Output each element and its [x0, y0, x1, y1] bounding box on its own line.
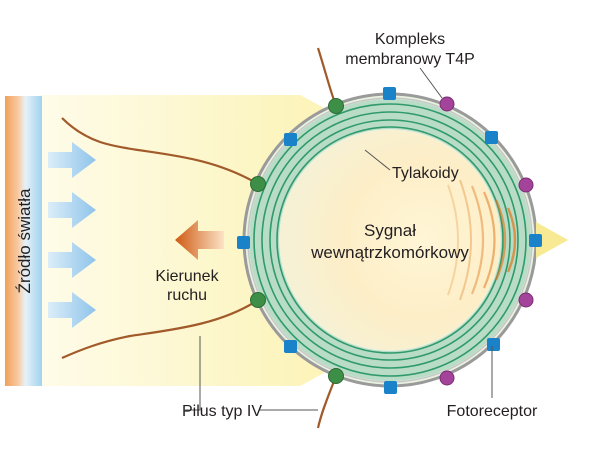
signal-label-line2: wewnątrzkomórkowy — [310, 243, 469, 262]
signal-waves — [447, 179, 517, 301]
thylakoid-membrane — [269, 119, 511, 361]
cytoplasm — [280, 130, 500, 350]
light-beam-tip — [536, 222, 568, 258]
photoreceptor-label: Fotoreceptor — [447, 403, 538, 420]
t4p-complex-label-line2: membranowy T4P — [345, 51, 475, 68]
light-source-bar — [5, 96, 42, 386]
right-arrow-icon — [48, 292, 96, 328]
right-arrow-icon — [48, 242, 96, 278]
thylakoid-membrane — [253, 103, 527, 377]
right-arrow-icon — [48, 142, 96, 178]
right-arrow-icon — [48, 192, 96, 228]
thylakoids-label: Tylakoidy — [392, 165, 459, 182]
direction-label-line2: ruchu — [167, 287, 207, 304]
light-arrows — [48, 142, 96, 328]
t4p-complex-label-line1: Kompleks — [375, 31, 445, 48]
leader-lines — [185, 67, 493, 411]
direction-label-line1: Kierunek — [155, 268, 219, 285]
membrane-proteins — [237, 87, 542, 394]
thylakoid-membrane — [261, 111, 519, 369]
photoreceptors — [439, 96, 534, 386]
signal-label-line1: Sygnał — [364, 221, 416, 240]
pilus-label: Pilus typ IV — [182, 403, 262, 420]
t4p-complexes — [250, 98, 344, 384]
cell — [242, 92, 538, 388]
thylakoid-membrane — [276, 126, 504, 354]
left-arrow-icon — [175, 220, 224, 260]
light-source-label: Źródło światła — [15, 188, 34, 293]
